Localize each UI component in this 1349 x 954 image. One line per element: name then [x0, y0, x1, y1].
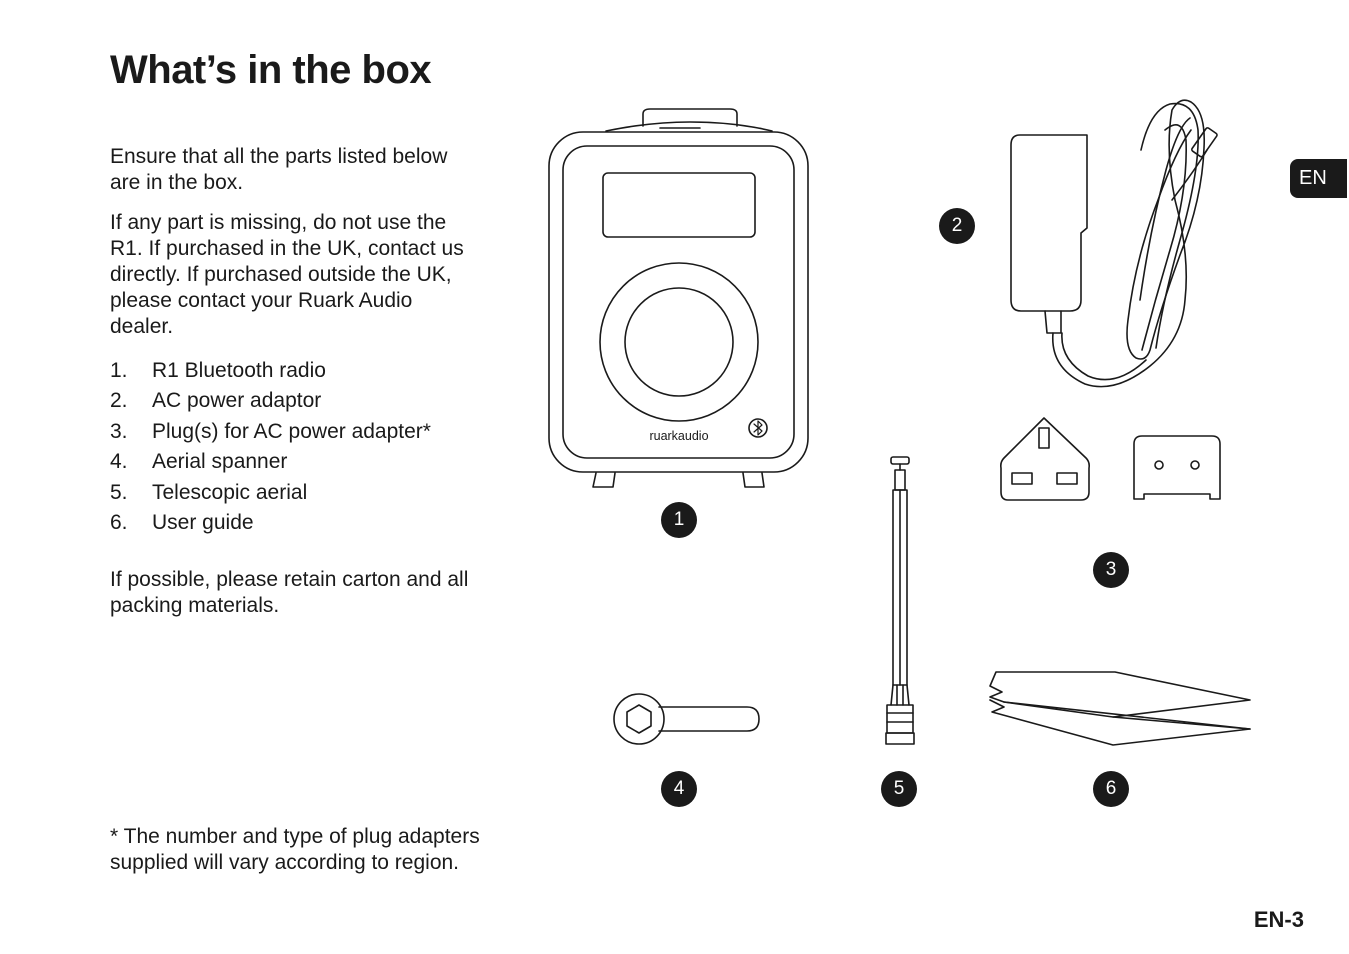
list-item: 1. R1 Bluetooth radio	[110, 356, 431, 386]
list-item-number: 3.	[110, 419, 128, 443]
list-item-label: Plug(s) for AC power adapter*	[152, 419, 431, 443]
plug-adapter-footnote: * The number and type of plug adapters s…	[110, 825, 480, 874]
page-title: What’s in the box	[110, 48, 432, 92]
callout-badge: 2	[939, 208, 975, 244]
eu-plug-illustration	[1133, 435, 1221, 500]
power-adaptor-illustration	[1010, 99, 1218, 388]
list-item-label: AC power adaptor	[152, 389, 322, 413]
list-item-label: Aerial spanner	[152, 450, 288, 474]
bluetooth-icon	[748, 418, 768, 438]
list-item-number: 4.	[110, 450, 128, 474]
list-item-label: User guide	[152, 510, 254, 534]
callout-badge: 5	[881, 771, 917, 807]
list-item-number: 1.	[110, 359, 128, 382]
list-item: 4. Aerial spanner	[110, 447, 431, 477]
telescopic-aerial-illustration	[885, 456, 915, 745]
aerial-spanner-illustration	[613, 693, 760, 745]
intro-paragraph: Ensure that all the parts listed below a…	[110, 145, 448, 194]
list-item-label: Telescopic aerial	[152, 480, 308, 504]
radio-illustration	[548, 108, 809, 488]
missing-part-paragraph: If any part is missing, do not use the R…	[110, 211, 464, 338]
uk-plug-illustration	[1000, 417, 1090, 501]
user-guide-illustration	[989, 671, 1251, 746]
page-number: EN-3	[1253, 907, 1304, 932]
list-item-number: 5.	[110, 480, 128, 504]
language-tab[interactable]: EN	[1290, 159, 1347, 198]
list-item: 2. AC power adaptor	[110, 386, 431, 416]
callout-badge: 4	[661, 771, 697, 807]
list-item-number: 6.	[110, 510, 128, 534]
callout-badge: 3	[1093, 552, 1129, 588]
callout-badge: 6	[1093, 771, 1129, 807]
list-item: 3. Plug(s) for AC power adapter*	[110, 417, 431, 447]
retain-packaging-note: If possible, please retain carton and al…	[110, 568, 469, 617]
list-item: 6. User guide	[110, 508, 431, 538]
callout-badge: 1	[661, 502, 697, 538]
radio-brand-label: ruarkaudio	[649, 429, 708, 443]
list-item-label: R1 Bluetooth radio	[152, 359, 326, 382]
parts-list: 1.R1 Bluetooth radio 2.AC power adaptor …	[110, 356, 431, 538]
list-item: 5. Telescopic aerial	[110, 478, 431, 508]
list-item-number: 2.	[110, 389, 128, 413]
